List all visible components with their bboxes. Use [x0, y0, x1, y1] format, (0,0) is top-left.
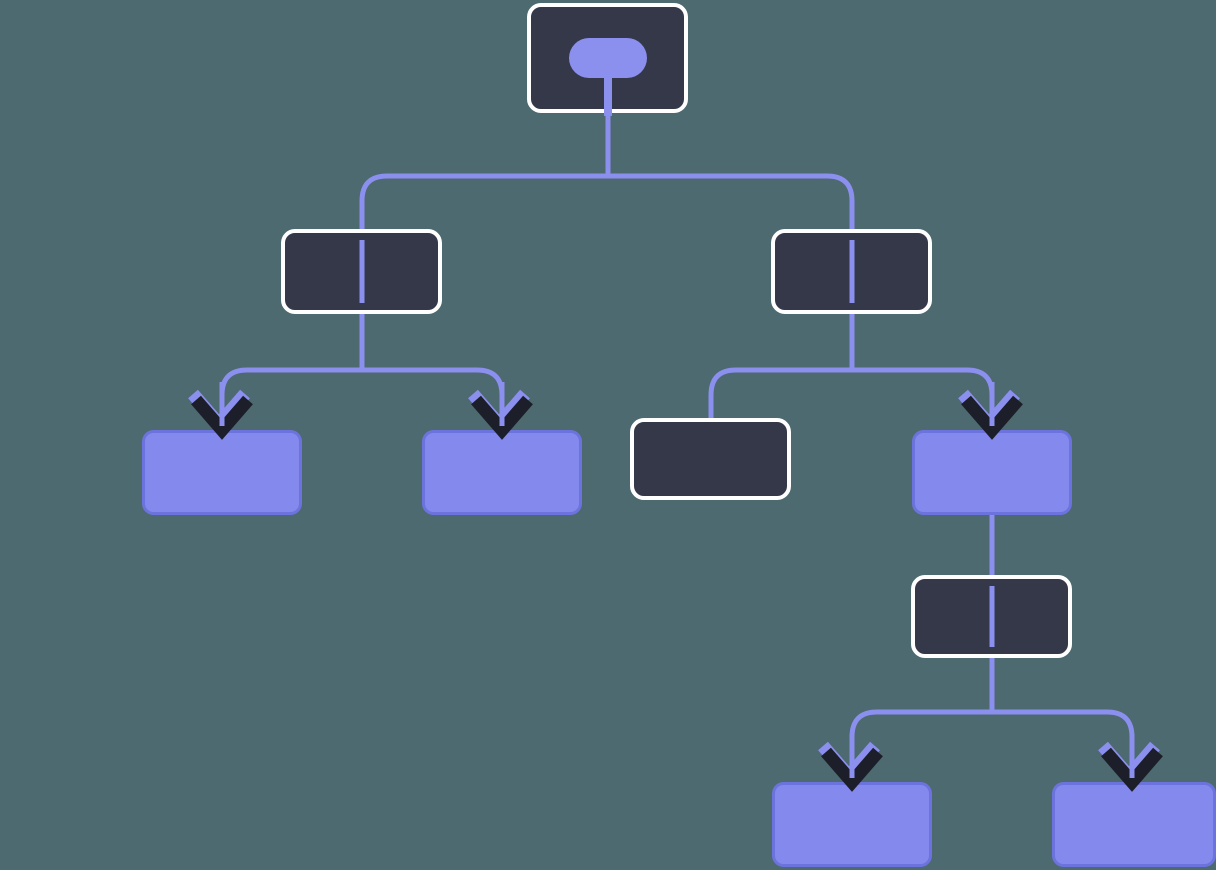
node-marker-bar [359, 240, 365, 303]
node-body [630, 418, 791, 500]
leaf-node-a[interactable] [142, 430, 302, 515]
branch-node-d[interactable] [912, 430, 1072, 515]
arrowhead-leaf-f [1101, 747, 1163, 792]
root-node[interactable] [527, 3, 688, 116]
level4-node[interactable] [911, 575, 1072, 658]
nodes-layer [142, 3, 1216, 867]
root-marker-stem [604, 58, 612, 116]
arrowhead-leaf-e-line-stub [849, 734, 855, 778]
node-body [1052, 782, 1216, 867]
arrowhead-leaf-e [821, 747, 883, 792]
arrowhead-leaf-a-line-stub [219, 382, 225, 426]
arrowhead-leaf-a [191, 395, 253, 440]
level2-right-node[interactable] [771, 229, 932, 314]
node-body [912, 430, 1072, 515]
edges-layer [219, 113, 1135, 812]
node-body [422, 430, 582, 515]
node-marker-bar [849, 240, 855, 303]
arrowhead-leaf-f-line-stub [1129, 734, 1135, 778]
arrowhead-branch-d [961, 395, 1023, 440]
leaf-node-b[interactable] [422, 430, 582, 515]
node-body [772, 782, 932, 867]
leaf-node-f-clipped[interactable] [1052, 782, 1216, 867]
arrowheads-layer [188, 382, 1163, 792]
arrowhead-leaf-b [471, 395, 533, 440]
level2-left-node[interactable] [281, 229, 442, 314]
root-marker-pill [569, 38, 647, 78]
node-body [142, 430, 302, 515]
leaf-node-e[interactable] [772, 782, 932, 867]
arrowhead-leaf-b-line-stub [499, 382, 505, 426]
empty-dark-node[interactable] [630, 418, 791, 500]
node-marker-bar [989, 586, 995, 647]
edge-root-to-level2-right [605, 113, 855, 303]
arrowhead-branch-d-line-stub [989, 382, 995, 426]
edge-level2-right-to-empty-node [708, 314, 855, 418]
